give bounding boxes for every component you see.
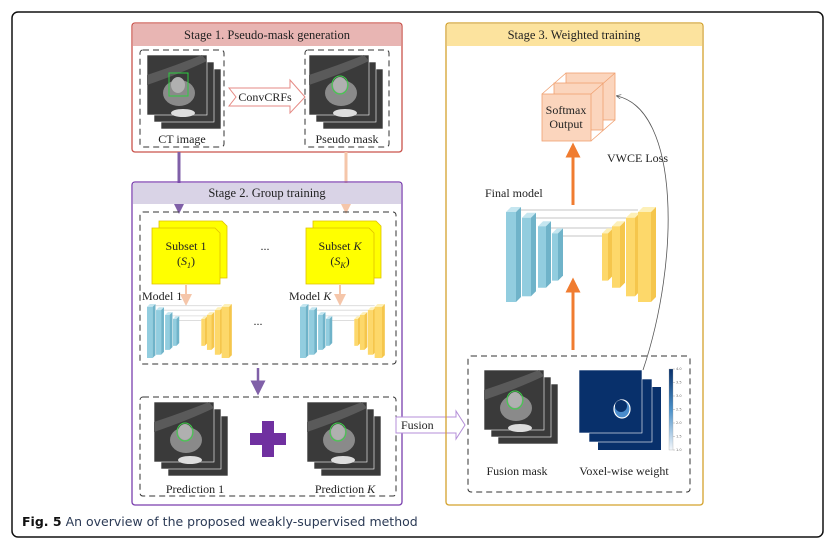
- ct-image: [146, 54, 222, 130]
- prediction-1-image: [153, 401, 229, 477]
- stage2-panel: Stage 2. Group training Subset 1 (S1) Su…: [131, 181, 403, 506]
- model-k-label: Model K: [289, 289, 332, 303]
- convcrfs-label: ConvCRFs: [238, 90, 292, 104]
- output-label: Output: [549, 117, 583, 131]
- vwce-loss-curve: [617, 96, 669, 371]
- subset-1-label: Subset 1: [165, 239, 206, 253]
- colorbar-tick-label: 3.5: [676, 381, 682, 385]
- colorbar-tick-label: 4.0: [676, 367, 682, 371]
- model-1-label: Model 1: [142, 289, 182, 303]
- stage1-panel: Stage 1. Pseudo-mask generation CT image…: [131, 22, 403, 153]
- pseudo-mask-label: Pseudo mask: [316, 132, 379, 146]
- final-model-unet: [506, 207, 656, 302]
- vwce-loss-label: VWCE Loss: [607, 151, 668, 165]
- prediction-1-label: Prediction 1: [166, 482, 224, 496]
- fusion-label: Fusion: [401, 418, 434, 432]
- softmax-label: Softmax: [546, 103, 587, 117]
- stage2-title: Stage 2. Group training: [208, 186, 326, 200]
- voxel-weight-label: Voxel-wise weight: [579, 464, 669, 478]
- subset-1-symbol: (S1): [177, 254, 195, 270]
- fusion-mask-label: Fusion mask: [486, 464, 547, 478]
- stage1-title: Stage 1. Pseudo-mask generation: [184, 28, 351, 42]
- prediction-k-image: [306, 401, 382, 477]
- fusion-mask-image: [483, 369, 559, 445]
- model-k-unet: [300, 304, 385, 358]
- fusion-arrow: [395, 409, 466, 441]
- subset-ellipsis: ...: [261, 239, 270, 253]
- ct-image-label: CT image: [158, 132, 205, 146]
- stage3-panel: Stage 3. Weighted training Softmax Outpu…: [445, 22, 704, 506]
- colorbar-tick-label: 2.0: [676, 421, 682, 425]
- convcrfs-arrow: [227, 78, 306, 115]
- subset-k: Subset K (SK): [305, 220, 382, 285]
- softmax-output-cube: Softmax Output: [541, 72, 616, 142]
- subset-1: Subset 1 (S1): [151, 220, 228, 285]
- pseudo-mask-image: [308, 54, 384, 130]
- colorbar-tick-label: 3.0: [676, 394, 682, 398]
- subset-k-label: Subset K: [318, 239, 362, 253]
- plus-icon: [250, 421, 286, 457]
- figure-frame: [11, 11, 824, 538]
- model-ellipsis: ...: [254, 314, 263, 328]
- final-model-label: Final model: [485, 186, 543, 200]
- colorbar-tick-label: 1.5: [676, 435, 682, 439]
- colorbar: 4.0 3.5 3.0 2.5 2.0 1.5 1.0: [668, 367, 682, 452]
- colorbar-tick-label: 2.5: [676, 408, 682, 412]
- prediction-k-label: Prediction K: [315, 482, 376, 496]
- voxel-weight-image: [578, 369, 661, 450]
- colorbar-tick-label: 1.0: [676, 448, 682, 452]
- figure-caption: Fig. 5 An overview of the proposed weakl…: [22, 514, 418, 529]
- model-1-unet: [147, 304, 232, 358]
- stage3-title: Stage 3. Weighted training: [508, 28, 642, 42]
- subset-k-symbol: (SK): [330, 254, 349, 270]
